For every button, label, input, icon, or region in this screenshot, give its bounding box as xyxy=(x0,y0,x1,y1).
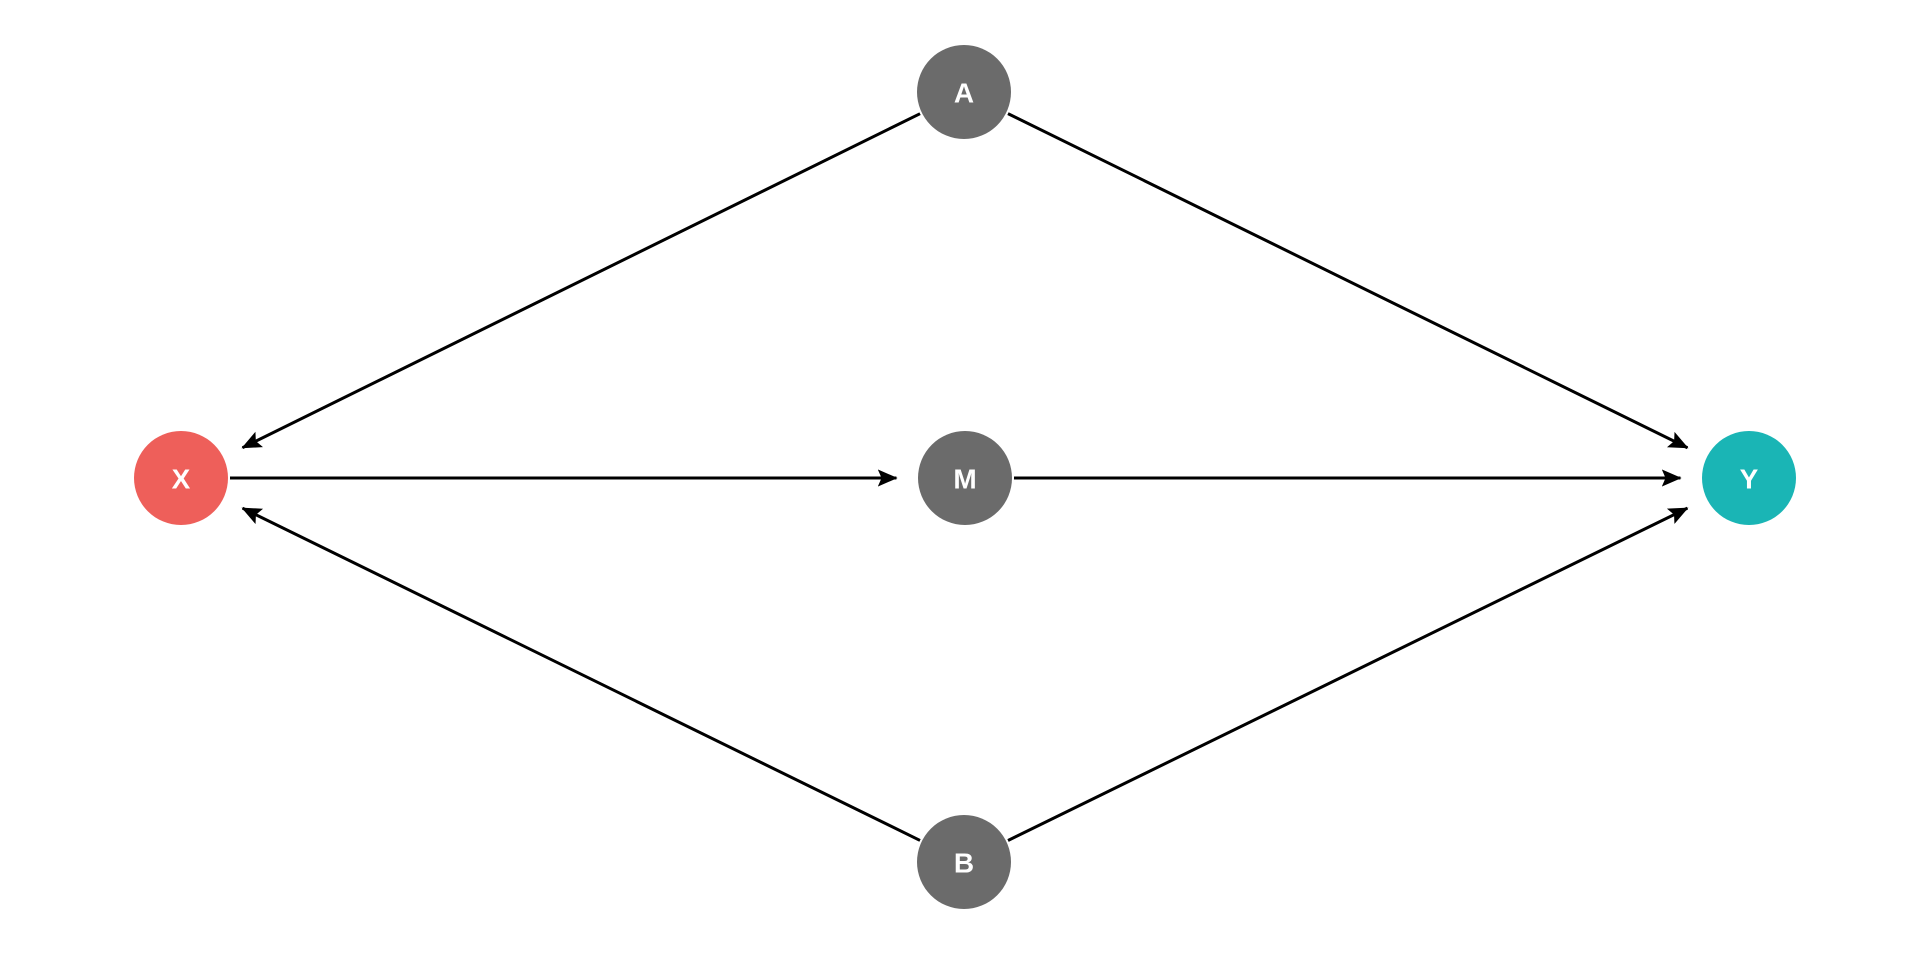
edge-b-to-x xyxy=(241,506,921,842)
node-circle-a[interactable] xyxy=(917,45,1011,139)
node-a[interactable]: A xyxy=(917,45,1011,139)
node-circle-x[interactable] xyxy=(134,431,228,525)
node-b[interactable]: B xyxy=(917,815,1011,909)
edge-b-to-y xyxy=(1007,506,1689,842)
edge-a-to-x xyxy=(241,112,921,450)
edge-layer xyxy=(230,112,1689,842)
node-m[interactable]: M xyxy=(918,431,1012,525)
node-y[interactable]: Y xyxy=(1702,431,1796,525)
node-x[interactable]: X xyxy=(134,431,228,525)
edge-a-to-y xyxy=(1007,112,1689,450)
node-circle-y[interactable] xyxy=(1702,431,1796,525)
node-circle-b[interactable] xyxy=(917,815,1011,909)
node-circle-m[interactable] xyxy=(918,431,1012,525)
